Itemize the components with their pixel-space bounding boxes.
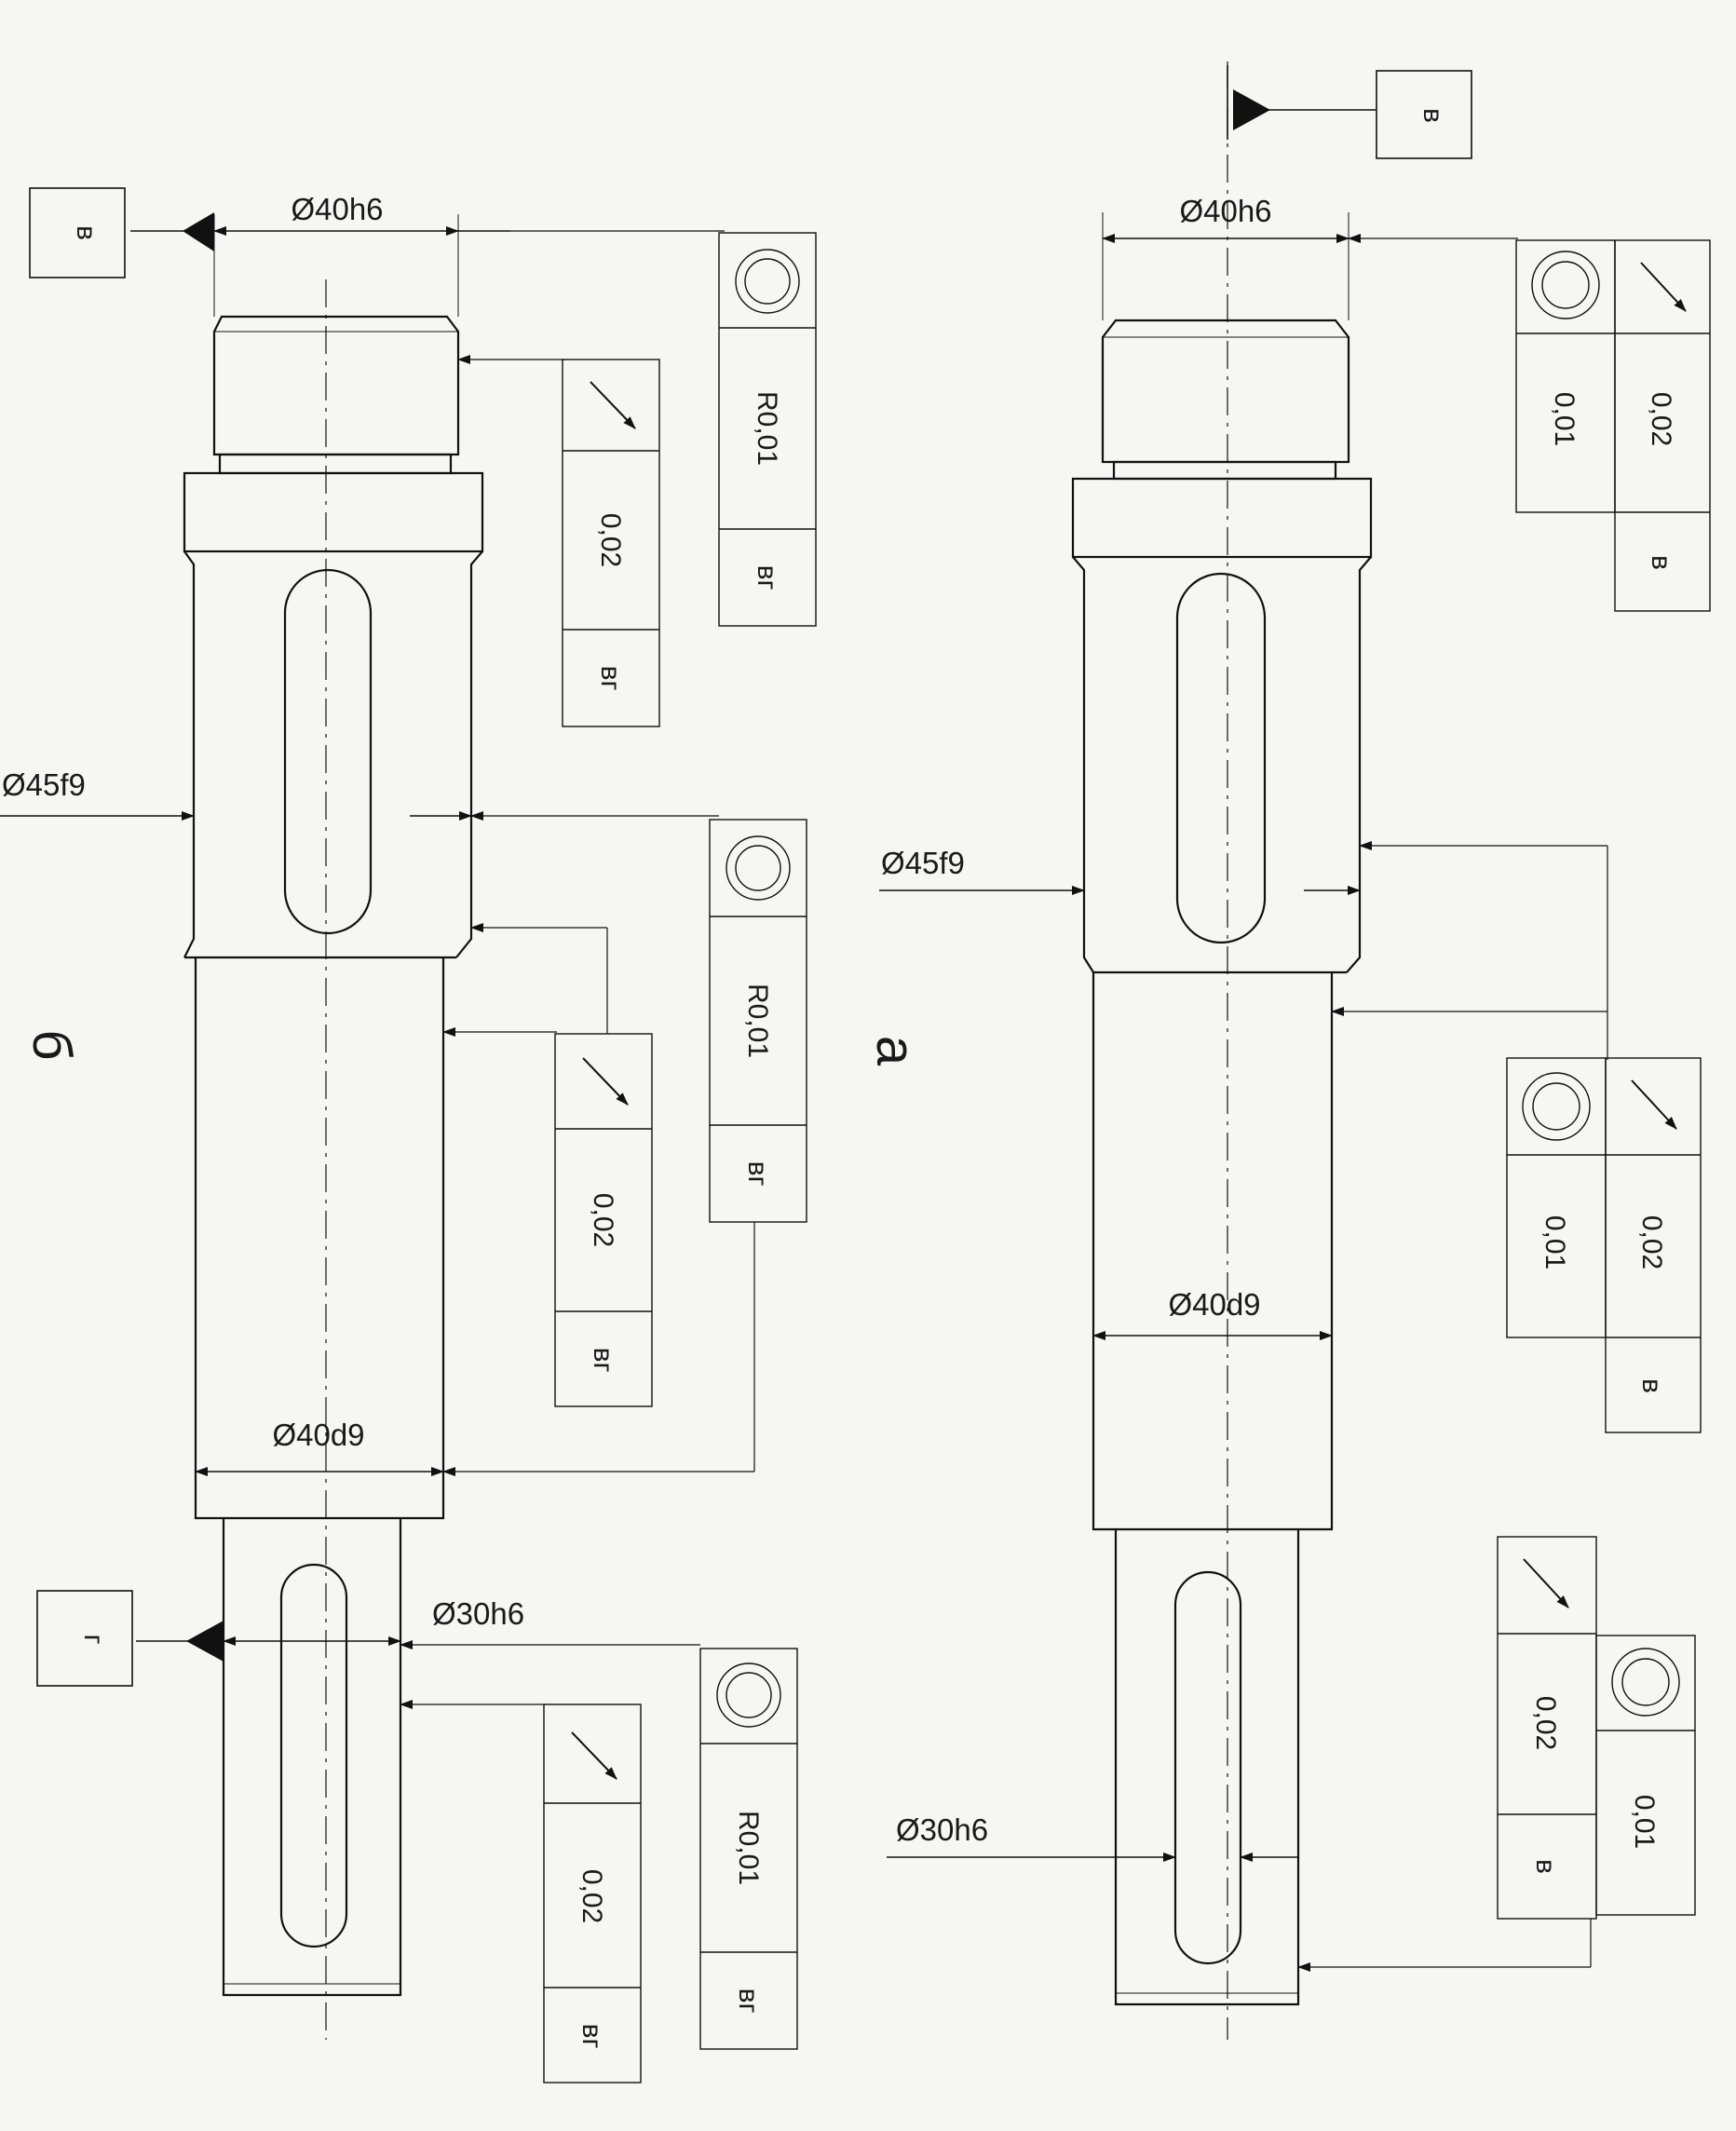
left-conc3-datum: вг <box>733 1988 764 2014</box>
right-top-conc-value: 0,01 <box>1549 392 1580 446</box>
right-view-label: а <box>865 1036 926 1066</box>
runout-arrow-icon <box>1523 1558 1569 1608</box>
left-conc2-value: R0,01 <box>742 984 773 1058</box>
left-dim-body: Ø40d9 <box>272 1418 364 1452</box>
left-dim-low: Ø30h6 <box>432 1596 524 1631</box>
runout-arrow-icon <box>1631 1079 1677 1130</box>
right-dim-top: Ø40h6 <box>1179 194 1271 228</box>
right-mid-runout-value: 0,02 <box>1636 1215 1667 1269</box>
runout-arrow-icon <box>582 1057 629 1106</box>
left-runout2-datum: вг <box>588 1348 618 1373</box>
right-keyway-upper <box>1175 572 1267 944</box>
left-dim-top: Ø40h6 <box>291 192 383 226</box>
left-section-45 <box>183 550 483 958</box>
right-top-runout-value: 0,02 <box>1646 392 1676 446</box>
right-datum-top-label: в <box>1417 108 1448 123</box>
left-shaft-view <box>183 279 484 2040</box>
left-top-journal <box>212 315 460 456</box>
right-dim-mid: Ø45f9 <box>881 846 965 880</box>
right-mid-datum: в <box>1636 1378 1667 1393</box>
left-datum-top-label: в <box>71 225 102 240</box>
left-section-40 <box>194 957 445 1520</box>
right-dim-low: Ø30h6 <box>896 1812 988 1847</box>
left-datum-triangle-bottom <box>186 1621 224 1662</box>
left-runout3-datum: вг <box>576 2024 607 2049</box>
left-keyway-lower <box>279 1563 348 1948</box>
left-datum-triangle-top <box>183 212 214 251</box>
right-low-datum: в <box>1530 1859 1561 1874</box>
right-mid-conc-value: 0,01 <box>1539 1215 1570 1269</box>
left-conc2-datum: вг <box>742 1161 773 1187</box>
left-conc1-value: R0,01 <box>752 391 782 466</box>
left-runout2-value: 0,02 <box>588 1193 618 1247</box>
left-conc3-value: R0,01 <box>733 1811 764 1885</box>
left-dim-mid: Ø45f9 <box>2 767 86 802</box>
left-view-label: б <box>21 1029 82 1060</box>
right-dim-body: Ø40d9 <box>1168 1287 1260 1322</box>
right-collar <box>1071 477 1373 559</box>
left-conc1-datum: вг <box>752 565 782 590</box>
left-collar <box>183 471 484 553</box>
left-end-journal <box>222 1518 402 1997</box>
right-keyway-lower <box>1173 1570 1242 1965</box>
runout-arrow-icon <box>1640 262 1687 312</box>
right-low-conc-value: 0,01 <box>1629 1795 1660 1849</box>
runout-arrow-icon <box>590 381 636 429</box>
right-low-runout-value: 0,02 <box>1530 1696 1561 1750</box>
left-datum-bottom-label: г <box>78 1635 109 1645</box>
right-top-datum: в <box>1646 555 1676 570</box>
right-datum-triangle <box>1233 89 1270 130</box>
left-runout1-datum: вг <box>595 666 626 691</box>
left-runout1-value: 0,02 <box>595 513 626 567</box>
left-keyway-upper <box>283 568 373 935</box>
left-undercut <box>218 453 453 475</box>
runout-arrow-icon <box>571 1731 617 1780</box>
right-shaft-view <box>1071 61 1373 2040</box>
left-runout3-value: 0,02 <box>576 1869 607 1923</box>
